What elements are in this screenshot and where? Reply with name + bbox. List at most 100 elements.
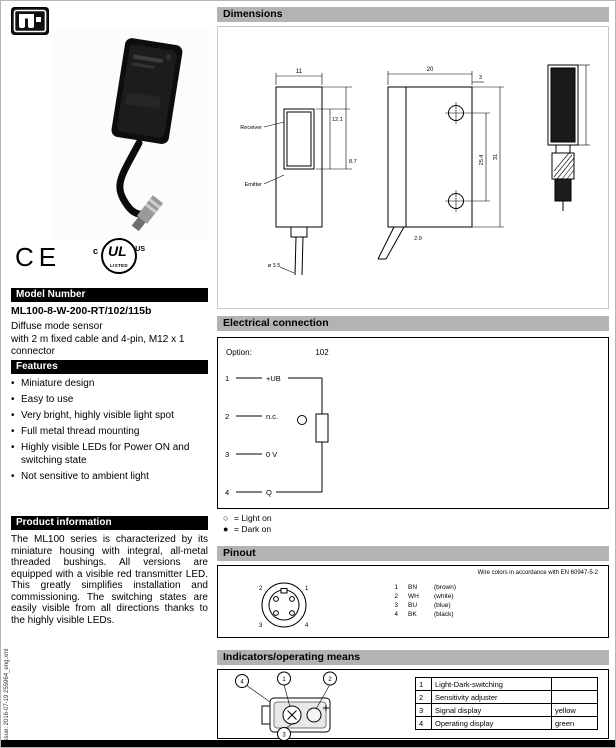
pin-num: 1 — [225, 374, 229, 383]
wire-code: BK — [408, 611, 417, 618]
callout-number: 3 — [282, 733, 286, 739]
pin-num: 4 — [225, 488, 229, 497]
wire-code: BU — [408, 602, 418, 609]
ind-num: 1 — [416, 678, 432, 691]
bullet-icon: • — [11, 470, 15, 482]
feature-item: • Highly visible LEDs for Power ON and sw… — [11, 442, 208, 467]
dim-label-front-h1: 12.1 — [332, 117, 343, 123]
model-number: ML100-8-W-200-RT/102/115b — [11, 305, 152, 317]
dim-label-front-h2: 8.7 — [349, 159, 357, 165]
ind-num: 2 — [416, 691, 432, 704]
dim-label-side-offset: 3 — [479, 75, 482, 81]
dimensions-header: Dimensions — [217, 7, 609, 22]
dim-label-cable-dia: ø 3.5 — [268, 263, 281, 269]
option-value: 102 — [315, 348, 329, 357]
connector-face-drawing: 1 2 3 4 — [259, 582, 309, 629]
product-info-text: The ML100 series is characterized by its… — [11, 534, 208, 626]
wire-pin: 1 — [394, 584, 398, 591]
features-list: •Miniature design •Easy to use •Very bri… — [11, 378, 208, 487]
emitter-label: Emitter — [245, 182, 263, 188]
connector-pin-number: 1 — [305, 586, 309, 592]
bullet-icon: • — [11, 426, 15, 437]
dim-label-side-h1: 25.4 — [479, 155, 485, 166]
ind-label: Signal display — [432, 704, 552, 717]
dimensions-drawing-box: 11 Receiver Emitter 12.1 8.7 ø 3.5 — [217, 26, 609, 309]
model-type: Diffuse mode sensor — [11, 321, 103, 332]
indicators-header: Indicators/operating means — [217, 650, 609, 665]
wire-color: (black) — [434, 611, 454, 618]
dim-label-front-width: 11 — [296, 69, 303, 75]
ind-num: 4 — [416, 717, 432, 730]
model-description: with 2 m fixed cable and 4-pin, M12 x 1 … — [11, 334, 185, 357]
wire-pin: 4 — [394, 611, 398, 618]
ul-circle: UL LISTED — [101, 238, 137, 274]
pinout-header: Pinout — [217, 546, 609, 561]
ul-listed-label: LISTED — [110, 263, 128, 268]
ul-mark-c: c — [93, 246, 99, 256]
option-label: Option: — [226, 348, 252, 357]
feature-text: Miniature design — [21, 378, 95, 389]
pin-label: n.c. — [266, 412, 278, 421]
wire-color: (blue) — [434, 602, 451, 609]
sensor-photo-image — [51, 27, 209, 239]
electrical-header: Electrical connection — [217, 316, 609, 331]
connector-pin-number: 4 — [305, 623, 309, 629]
light-on-icon: ○ — [223, 513, 229, 523]
feature-item: •Easy to use — [11, 394, 208, 407]
ind-value: yellow — [552, 704, 598, 717]
ind-label: Operating display — [432, 717, 552, 730]
ul-mark-us: US — [135, 246, 145, 253]
receiver-label: Receiver — [240, 125, 262, 131]
features-header: Features — [11, 360, 208, 374]
dark-on-icon: ● — [223, 524, 229, 534]
feature-text: Very bright, highly visible light spot — [21, 410, 174, 421]
legend-light-on: ○ = Light on — [223, 513, 272, 524]
electrical-diagram-box: Option: 102 1 +UB 2 n.c. 3 0 V 4 Q — [217, 337, 609, 509]
ind-num: 3 — [416, 704, 432, 717]
connector-pin-number: 2 — [259, 586, 263, 592]
pin-label: Q — [266, 488, 272, 497]
wire-color: (white) — [434, 593, 454, 600]
dim-label-side-cable: 2.9 — [414, 236, 422, 242]
pin-num: 3 — [225, 450, 229, 459]
bullet-icon: • — [11, 378, 15, 389]
ce-mark: CE — [15, 242, 62, 272]
product-photo — [51, 27, 209, 239]
feature-text: Highly visible LEDs for Power ON and swi… — [21, 442, 190, 466]
ind-value: green — [552, 717, 598, 730]
wire-row: 3 BU (blue) — [386, 601, 456, 610]
wire-pin: 3 — [394, 602, 398, 609]
footer-bar — [1, 740, 615, 747]
pin-label: +UB — [266, 374, 281, 383]
ind-label: Sensitivity adjuster — [432, 691, 552, 704]
legend-text: = Light on — [234, 513, 272, 523]
dim-label-side-width: 20 — [427, 67, 434, 73]
model-number-header: Model Number — [11, 288, 208, 302]
bullet-icon: • — [11, 394, 15, 405]
switching-legend: ○= Light on ●= Dark on — [223, 513, 272, 535]
pin-label: 0 V — [266, 450, 277, 459]
ind-label: Light-Dark-switching — [432, 678, 552, 691]
ul-mark: c UL LISTED US — [93, 238, 145, 286]
wire-code: BN — [408, 584, 418, 591]
wire-colors-note: Wire colors in accordance with EN 60947-… — [477, 570, 598, 576]
callout-number: 4 — [240, 680, 244, 686]
feature-item: •Very bright, highly visible light spot — [11, 410, 208, 423]
ind-value — [552, 691, 598, 704]
feature-text: Not sensitive to ambient light — [21, 470, 149, 482]
product-info-header: Product information — [11, 516, 208, 530]
pin-num: 2 — [225, 412, 229, 421]
bullet-icon: • — [11, 442, 15, 453]
feature-item: •Full metal thread mounting — [11, 426, 208, 439]
circuit-diagram: Option: 102 1 +UB 2 n.c. 3 0 V 4 Q — [225, 348, 329, 497]
feature-item: • Not sensitive to ambient light — [11, 471, 208, 484]
ul-letters: UL — [108, 243, 127, 259]
ind-value — [552, 678, 598, 691]
connector-pin-number: 3 — [259, 623, 263, 629]
dim-label-side-h2: 31 — [493, 154, 499, 160]
